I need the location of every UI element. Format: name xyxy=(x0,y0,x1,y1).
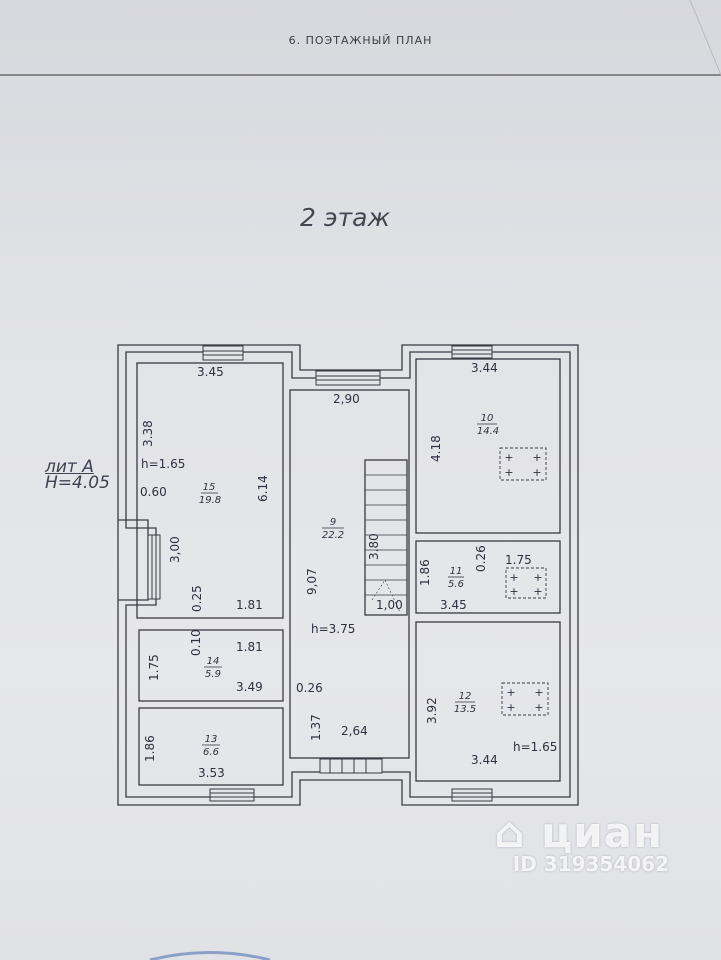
dim-r11-length: 1.86 xyxy=(418,559,432,586)
lit-label: лит А xyxy=(45,457,94,477)
watermark: ⌂ циан ID 319354062 xyxy=(494,808,669,876)
watermark-id: ID 319354062 xyxy=(512,852,669,876)
dim-r14-step: 0.10 xyxy=(189,629,203,656)
fixture-r10 xyxy=(499,447,547,481)
window-r15 xyxy=(202,345,244,361)
dim-r11-width: 3.45 xyxy=(440,598,467,612)
room-15-outline xyxy=(136,362,284,619)
room-12-area: 13.5 xyxy=(454,704,476,715)
window-west xyxy=(147,534,161,600)
dim-r15-lower: 3,00 xyxy=(168,536,182,563)
room-9-number: 9 xyxy=(330,517,336,528)
dim-r15-step: 0.25 xyxy=(190,585,204,612)
room-15-number: 15 xyxy=(203,482,216,493)
dim-r15-width: 3.45 xyxy=(197,365,224,379)
room-12-outline xyxy=(415,621,561,782)
dim-r15-length: 6.14 xyxy=(256,475,270,502)
window-r13 xyxy=(209,788,255,802)
dim-r9-length: 9,07 xyxy=(305,568,319,595)
stair-treads xyxy=(365,474,407,596)
building-label: лит А H=4.05 xyxy=(45,457,110,493)
dim-r9-offset: 0.26 xyxy=(296,681,323,695)
watermark-logo: ⌂ циан xyxy=(494,808,663,857)
fixture-r12 xyxy=(501,682,549,716)
fixture-mark: + xyxy=(532,466,541,479)
dim-r14-width: 3.49 xyxy=(236,680,263,694)
room-10-area: 14.4 xyxy=(477,426,499,437)
windows xyxy=(147,345,493,802)
room-12-number: 12 xyxy=(459,691,472,702)
stair-outline xyxy=(364,459,408,616)
room-13-number: 13 xyxy=(205,734,218,745)
dim-r13-length: 1.86 xyxy=(143,735,157,762)
dim-r11-top: 1.75 xyxy=(505,553,532,567)
height-label: H=4.05 xyxy=(45,473,110,493)
fixture-marks: + + + + + + + + + + + + xyxy=(504,451,543,714)
room-14-number: 14 xyxy=(207,656,220,667)
room-labels: 15 19.8 9 22.2 10 14.4 11 5.6 12 13.5 14… xyxy=(199,413,499,758)
door-south xyxy=(319,758,383,774)
fixture-mark: + xyxy=(533,585,542,598)
room-11-outline xyxy=(415,540,561,614)
dim-r15-upper: 3.38 xyxy=(141,420,155,447)
watermark-brand: циан xyxy=(541,808,663,857)
dim-r11-offset: 0.26 xyxy=(474,545,488,572)
dim-r10-width: 3.44 xyxy=(471,361,498,375)
dim-r14-length: 1.75 xyxy=(147,654,161,681)
room-9-area: 22.2 xyxy=(322,530,344,541)
watermark-icon: ⌂ xyxy=(494,808,526,857)
dim-r9-bottom: 2,64 xyxy=(341,724,368,738)
fixture-mark: + xyxy=(509,585,518,598)
fixtures xyxy=(499,447,549,716)
room-14-area: 5.9 xyxy=(205,669,221,680)
dim-r12-width: 3.44 xyxy=(471,753,498,767)
window-r9 xyxy=(315,370,381,386)
dim-r12-length: 3.92 xyxy=(425,697,439,724)
fixture-mark: + xyxy=(534,686,543,699)
dim-r13-width: 3.53 xyxy=(198,766,225,780)
dim-r15-h: h=1.65 xyxy=(141,457,185,471)
fixture-mark: + xyxy=(509,571,518,584)
window-r12 xyxy=(451,788,493,802)
fixture-mark: + xyxy=(506,701,515,714)
fixture-mark: + xyxy=(532,451,541,464)
seal-fragment xyxy=(149,951,271,960)
page-edge xyxy=(689,0,721,76)
dimension-labels: 3.45 3.38 h=1.65 0.60 6.14 3,00 0.25 1.8… xyxy=(140,361,557,780)
dim-r15-offset: 0.60 xyxy=(140,485,167,499)
window-r10 xyxy=(451,345,493,359)
dim-r10-length: 4.18 xyxy=(429,435,443,462)
room-11-number: 11 xyxy=(450,566,463,577)
fixture-mark: + xyxy=(506,686,515,699)
dim-r9-h: h=3.75 xyxy=(311,622,355,636)
room-10-outline xyxy=(415,358,561,534)
room-10-number: 10 xyxy=(481,413,494,424)
fixture-mark: + xyxy=(534,701,543,714)
fixture-r11 xyxy=(505,567,547,599)
room-13-outline xyxy=(138,707,284,786)
room-11-area: 5.6 xyxy=(448,579,464,590)
dim-r14-top: 1.81 xyxy=(236,640,263,654)
room-9-outline xyxy=(289,389,410,759)
dim-r12-h: h=1.65 xyxy=(513,740,557,754)
fixture-mark: + xyxy=(533,571,542,584)
floor-title: 2 этаж xyxy=(300,203,390,232)
dim-stair-width: 1,00 xyxy=(376,598,403,612)
dim-r15-bottom: 1.81 xyxy=(236,598,263,612)
section-header: 6. ПОЭТАЖНЫЙ ПЛАН xyxy=(288,34,433,47)
dim-r9-hall: 1.37 xyxy=(309,714,323,741)
fixture-mark: + xyxy=(504,466,513,479)
fixture-mark: + xyxy=(504,451,513,464)
room-14-outline xyxy=(138,629,284,702)
dim-r9-width: 2,90 xyxy=(333,392,360,406)
room-13-area: 6.6 xyxy=(203,747,219,758)
room-15-area: 19.8 xyxy=(199,495,221,506)
dim-stair-length: 3.80 xyxy=(367,533,381,560)
